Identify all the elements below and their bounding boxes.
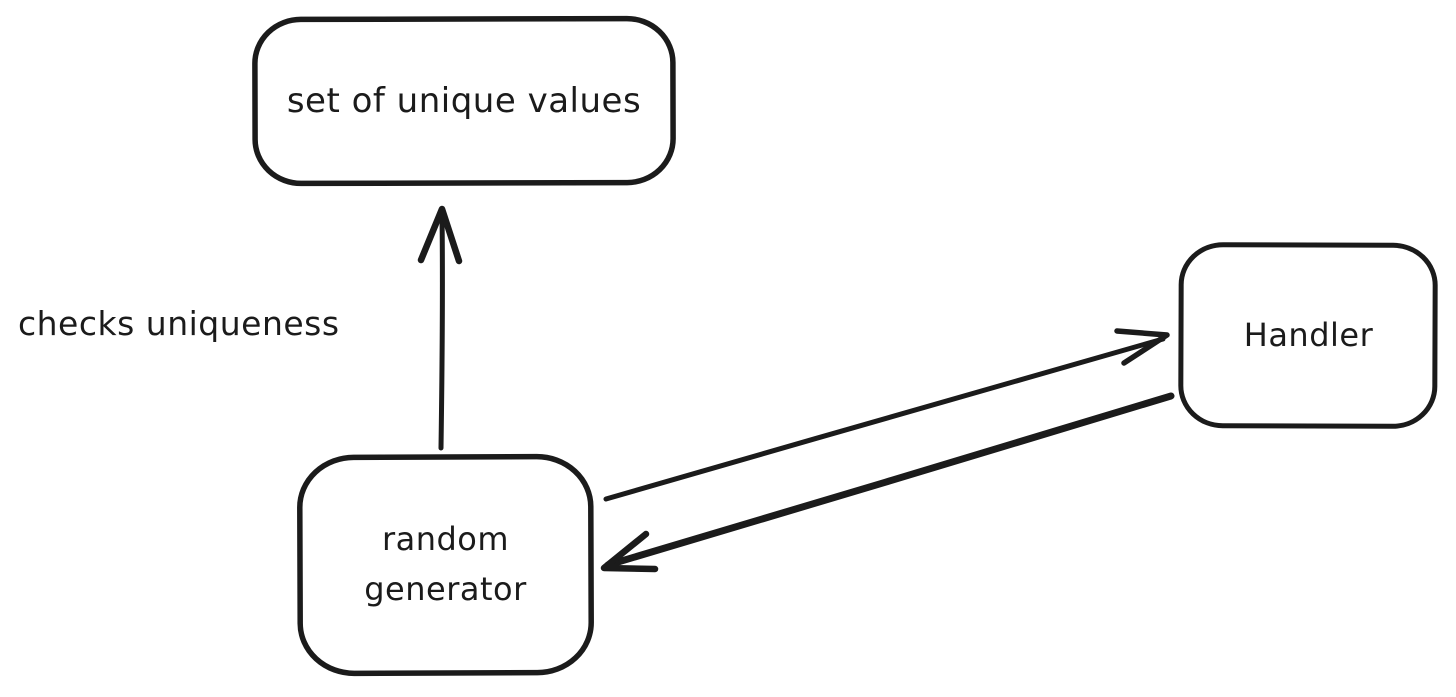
arrow-generator-to-handler xyxy=(603,328,1170,502)
arrow-generator-to-set xyxy=(417,205,463,451)
node-box-handler xyxy=(1178,242,1438,429)
node-box-set-of-unique-values xyxy=(252,15,676,187)
arrow-handler-to-generator xyxy=(600,392,1175,573)
node-box-random-generator xyxy=(297,453,594,677)
